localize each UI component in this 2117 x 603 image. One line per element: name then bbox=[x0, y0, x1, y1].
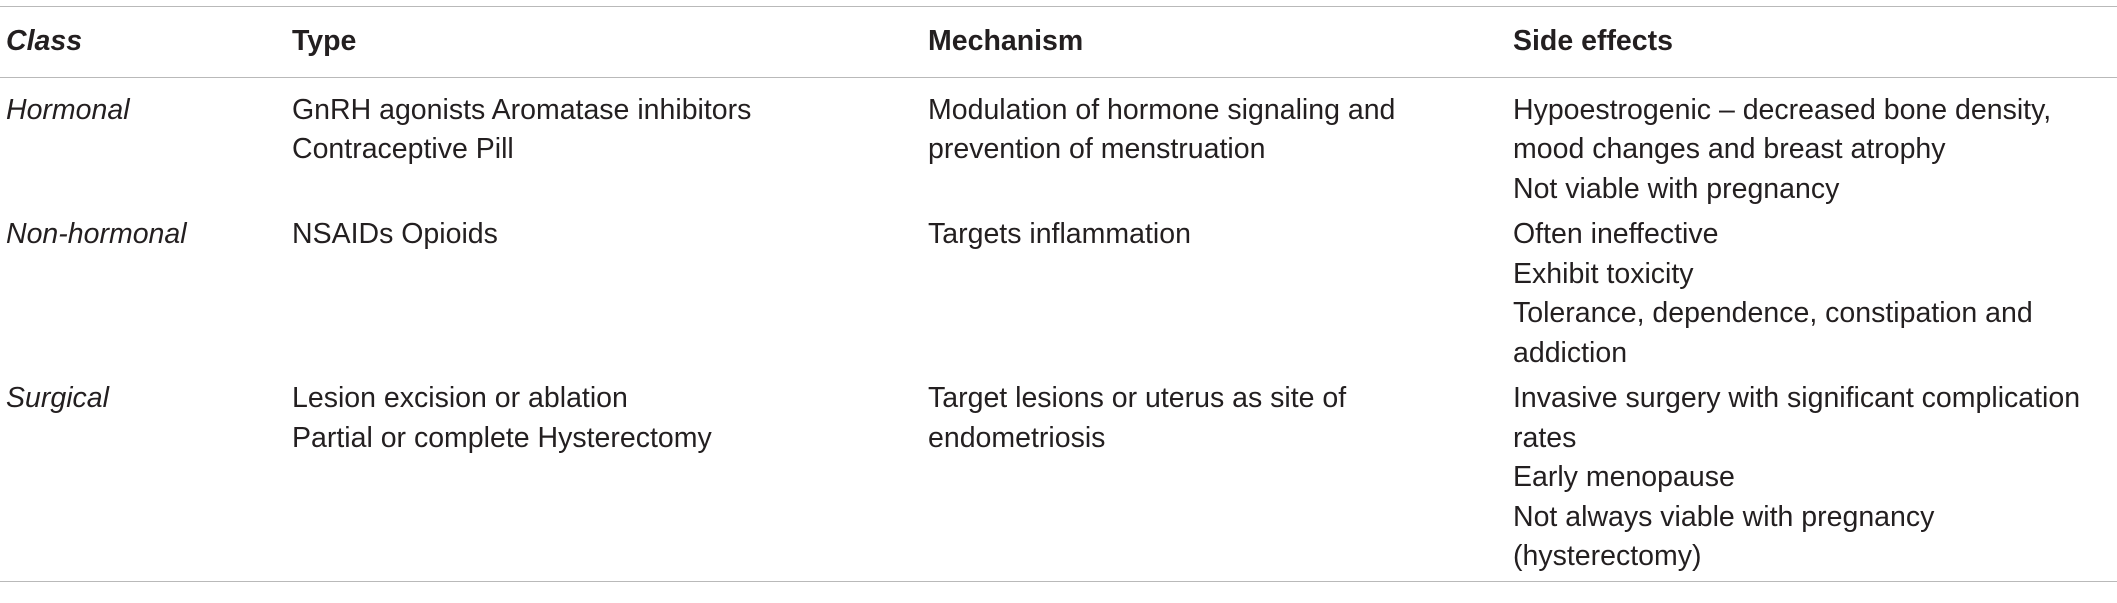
type-line: Lesion excision or ablation bbox=[292, 382, 628, 414]
type-cell: GnRH agonists Aromatase inhibitors Contr… bbox=[292, 77, 928, 209]
mechanism-line: endometriosis bbox=[928, 421, 1106, 454]
side-effect-line: Hypoestrogenic – decreased bone density, bbox=[1513, 93, 2052, 126]
header-type: Type bbox=[292, 25, 357, 57]
mechanism-line: prevention of menstruation bbox=[928, 133, 1266, 165]
side-effect-line: Exhibit toxicity bbox=[1513, 257, 1694, 290]
table-row: Non-hormonal NSAIDs Opioids Targets infl… bbox=[0, 209, 2117, 373]
mechanism-cell: Targets inflammation bbox=[928, 209, 1513, 373]
type-line: NSAIDs Opioids bbox=[292, 218, 498, 250]
side-effect-line: Often ineffective bbox=[1513, 218, 1719, 250]
side-effects-cell: Invasive surgery with significant compli… bbox=[1513, 373, 2117, 581]
header-row: Class Type Mechanism Side effects bbox=[0, 6, 2117, 77]
table-row: Hormonal GnRH agonists Aromatase inhibit… bbox=[0, 77, 2117, 209]
mechanism-cell: Modulation of hormone signaling and prev… bbox=[928, 77, 1513, 209]
table-body: Hormonal GnRH agonists Aromatase inhibit… bbox=[0, 77, 2117, 581]
side-effect-line: mood changes and breast atrophy bbox=[1513, 133, 1946, 165]
mechanism-line: Target lesions or uterus as site of bbox=[928, 382, 1347, 414]
class-cell: Surgical bbox=[6, 382, 109, 414]
type-cell: Lesion excision or ablation Partial or c… bbox=[292, 373, 928, 581]
header-side-effects: Side effects bbox=[1513, 25, 1673, 57]
side-effect-line: addiction bbox=[1513, 336, 1628, 369]
table-row: Surgical Lesion excision or ablation Par… bbox=[0, 373, 2117, 581]
side-effect-line: Early menopause bbox=[1513, 461, 1735, 493]
side-effect-line: (hysterectomy) bbox=[1513, 540, 1702, 572]
class-cell: Non-hormonal bbox=[6, 218, 187, 250]
type-line: Partial or complete Hysterectomy bbox=[292, 421, 712, 454]
treatment-table: Class Type Mechanism Side effects Hormon… bbox=[0, 6, 2117, 582]
header-class: Class bbox=[6, 25, 83, 57]
table-header: Class Type Mechanism Side effects bbox=[0, 6, 2117, 77]
side-effect-line: Invasive surgery with significant compli… bbox=[1513, 382, 2081, 414]
class-cell: Hormonal bbox=[6, 93, 130, 126]
side-effect-line: rates bbox=[1513, 421, 1577, 454]
type-cell: NSAIDs Opioids bbox=[292, 209, 928, 373]
side-effect-line: Not always viable with pregnancy bbox=[1513, 500, 1935, 533]
side-effect-line: Not viable with pregnancy bbox=[1513, 172, 1840, 205]
mechanism-line: Modulation of hormone signaling and bbox=[928, 93, 1396, 126]
side-effect-line: Tolerance, dependence, constipation and bbox=[1513, 297, 2033, 329]
mechanism-cell: Target lesions or uterus as site of endo… bbox=[928, 373, 1513, 581]
mechanism-line: Targets inflammation bbox=[928, 218, 1191, 250]
header-mechanism: Mechanism bbox=[928, 25, 1084, 57]
treatment-table-container: Class Type Mechanism Side effects Hormon… bbox=[0, 6, 2117, 582]
side-effects-cell: Often ineffective Exhibit toxicity Toler… bbox=[1513, 209, 2117, 373]
side-effects-cell: Hypoestrogenic – decreased bone density,… bbox=[1513, 77, 2117, 209]
type-line: Contraceptive Pill bbox=[292, 133, 514, 165]
type-line: GnRH agonists Aromatase inhibitors bbox=[292, 93, 752, 126]
